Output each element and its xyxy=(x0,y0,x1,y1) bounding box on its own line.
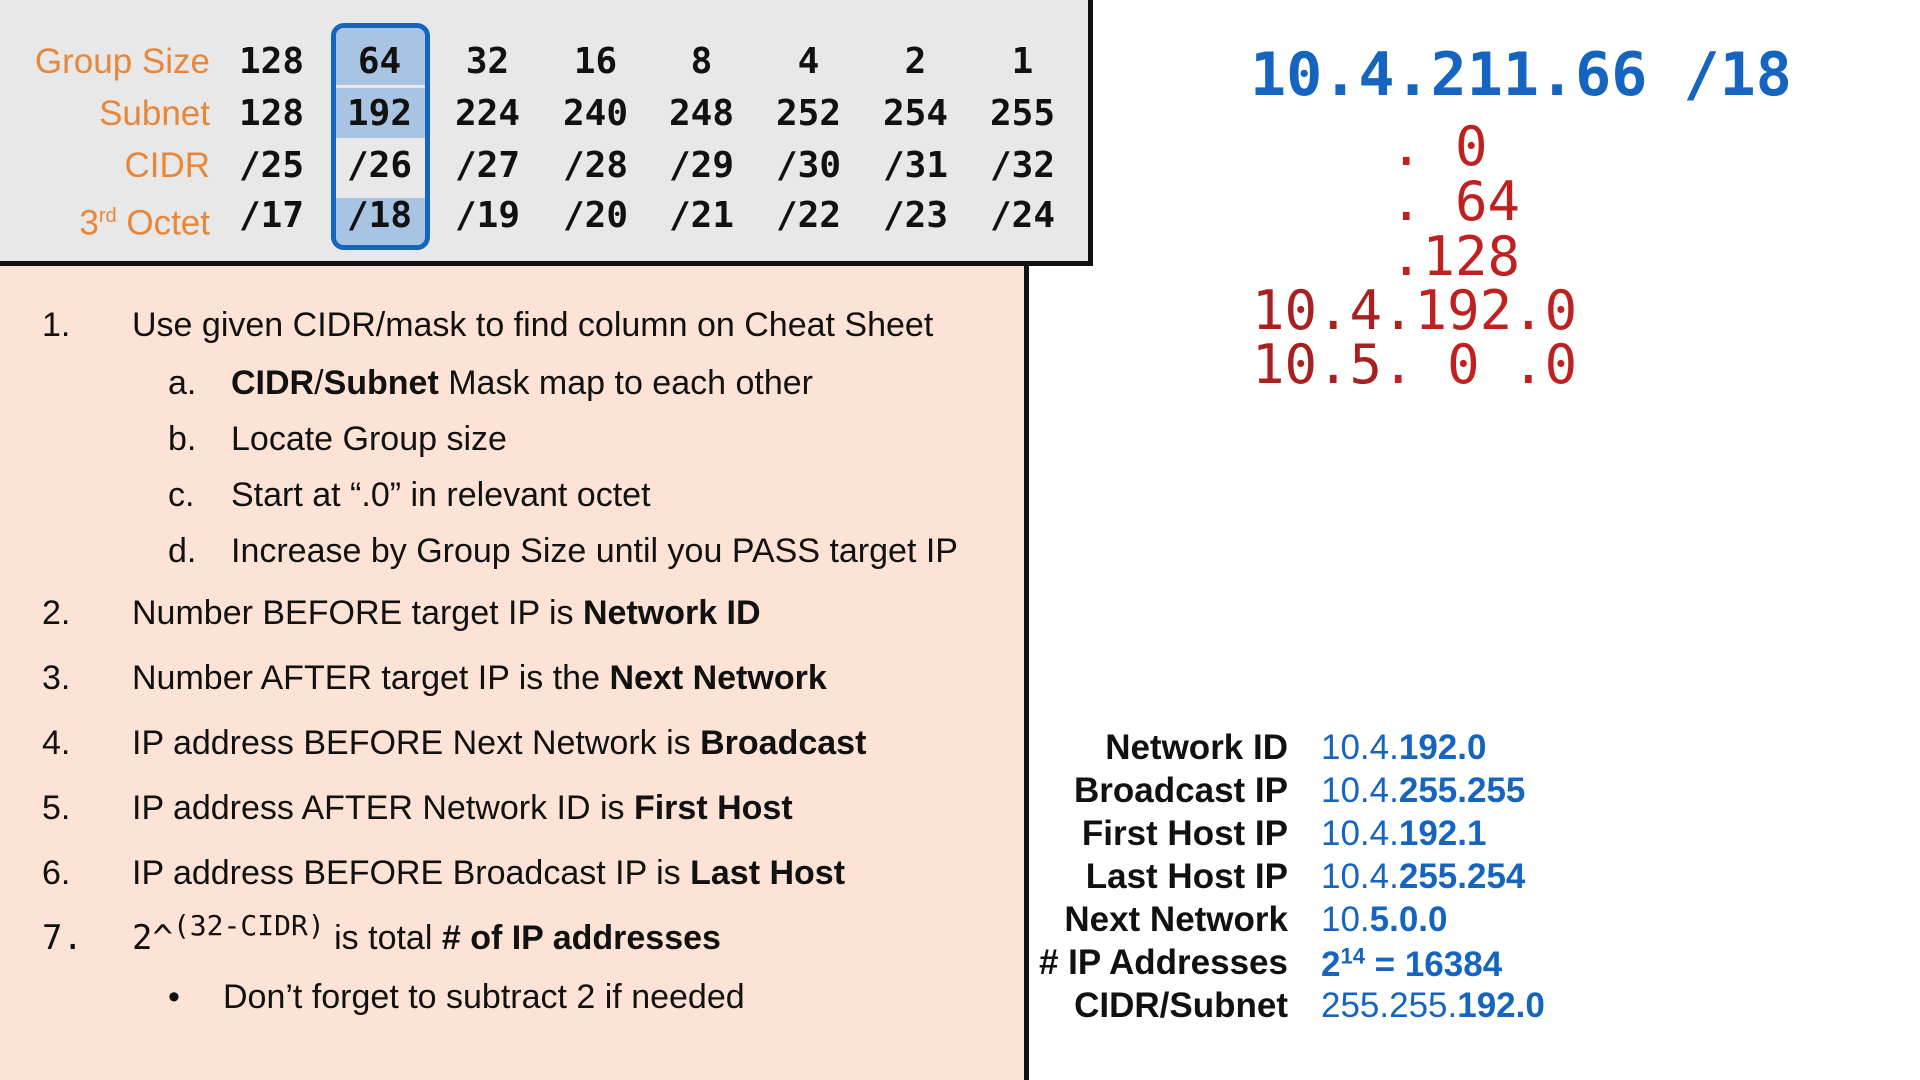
table-cell: 2 xyxy=(904,41,927,82)
table-cell: /28 xyxy=(562,145,629,186)
bullet-icon: • xyxy=(168,978,180,1016)
table-cell: /32 xyxy=(989,145,1056,186)
table-cell: 128 xyxy=(238,41,305,82)
result-value: 10.5.0.0 xyxy=(1321,900,1448,939)
step-number: 1. xyxy=(42,306,71,344)
next-network-work: 10.5. 0 .0 xyxy=(1252,333,1578,396)
result-label: # IP Addresses xyxy=(1038,943,1288,982)
result-value: 214 = 16384 xyxy=(1321,943,1503,984)
cidr-row: CIDR /25 /26 /27 /28 /29 /30 /31 /32 xyxy=(0,140,1088,192)
step-text: Number AFTER target IP is the Next Netwo… xyxy=(132,659,827,697)
table-cell: 64 xyxy=(357,41,402,82)
table-cell: /25 xyxy=(238,145,305,186)
table-cell: 224 xyxy=(454,93,521,134)
row-label: Subnet xyxy=(99,94,210,133)
result-label: First Host IP xyxy=(1081,814,1288,853)
result-value: 10.4.192.1 xyxy=(1321,814,1487,853)
highlighted-column xyxy=(331,23,430,250)
network-id-work: 10.4.192.0 xyxy=(1252,279,1578,342)
step-number: 3. xyxy=(42,659,71,697)
table-cell: /18 xyxy=(346,195,413,236)
step-number: c. xyxy=(168,476,195,514)
result-label: CIDR/Subnet xyxy=(1074,986,1288,1025)
table-cell: 192 xyxy=(346,93,413,134)
table-cell: 252 xyxy=(775,93,842,134)
row-label: Group Size xyxy=(34,42,210,81)
table-cell: /19 xyxy=(454,195,521,236)
table-cell: /27 xyxy=(454,145,521,186)
result-label: Network ID xyxy=(1105,728,1288,767)
table-cell: 128 xyxy=(238,93,305,134)
table-cell: /23 xyxy=(882,195,949,236)
step-number: b. xyxy=(168,420,197,458)
step-number: 2. xyxy=(42,594,71,632)
table-cell: /22 xyxy=(775,195,842,236)
result-value: 10.4.192.0 xyxy=(1321,728,1487,767)
result-value: 10.4.255.254 xyxy=(1321,857,1526,896)
octet-step: . 0 xyxy=(1390,115,1488,178)
table-cell: 4 xyxy=(797,41,820,82)
result-label: Next Network xyxy=(1064,900,1288,939)
target-ip: 10.4.211.66 /18 xyxy=(1250,40,1792,110)
step-number: d. xyxy=(168,532,197,570)
table-cell: 8 xyxy=(690,41,713,82)
step-text: IP address AFTER Network ID is First Hos… xyxy=(132,789,793,827)
step-text: CIDR/Subnet Mask map to each other xyxy=(231,364,813,402)
table-cell: /20 xyxy=(562,195,629,236)
group-size-row: Group Size 128 64 32 16 8 4 2 1 xyxy=(0,36,1088,88)
cheat-sheet-table: Group Size 128 64 32 16 8 4 2 1 Subnet 1… xyxy=(0,0,1093,266)
step-text: Locate Group size xyxy=(231,420,507,458)
step-number: 7. xyxy=(42,918,83,958)
step-text: Number BEFORE target IP is Network ID xyxy=(132,594,761,632)
table-cell: 240 xyxy=(562,93,629,134)
steps-panel: 1. Use given CIDR/mask to find column on… xyxy=(0,266,1029,1080)
result-value: 10.4.255.255 xyxy=(1321,771,1526,810)
step-text: Don’t forget to subtract 2 if needed xyxy=(223,978,745,1016)
table-cell: /24 xyxy=(989,195,1056,236)
table-cell: 16 xyxy=(573,41,618,82)
row-label: CIDR xyxy=(124,146,210,185)
result-label: Last Host IP xyxy=(1085,857,1288,896)
table-cell: /17 xyxy=(238,195,305,236)
table-cell: /21 xyxy=(668,195,735,236)
subnet-row: Subnet 128 192 224 240 248 252 254 255 xyxy=(0,88,1088,140)
highlight-band xyxy=(336,88,425,138)
step-text: 2^(32-CIDR) is total # of IP addresses xyxy=(132,909,721,958)
table-cell: /31 xyxy=(882,145,949,186)
octet-step: .128 xyxy=(1390,225,1521,288)
step-text: Increase by Group Size until you PASS ta… xyxy=(231,532,958,570)
step-number: 5. xyxy=(42,789,71,827)
step-number: 6. xyxy=(42,854,71,892)
result-value: 255.255.192.0 xyxy=(1321,986,1545,1025)
table-cell: 254 xyxy=(882,93,949,134)
step-text: IP address BEFORE Broadcast IP is Last H… xyxy=(132,854,846,892)
step-number: a. xyxy=(168,364,197,402)
table-cell: /29 xyxy=(668,145,735,186)
row-label: 3rd Octet xyxy=(79,203,210,243)
highlight-band xyxy=(336,28,425,85)
step-text: Start at “.0” in relevant octet xyxy=(231,476,651,514)
highlight-band xyxy=(336,198,425,245)
result-label: Broadcast IP xyxy=(1074,771,1288,810)
step-number: 4. xyxy=(42,724,71,762)
table-cell: /30 xyxy=(775,145,842,186)
third-octet-row: 3rd Octet /17 /18 /19 /20 /21 /22 /23 /2… xyxy=(0,190,1088,243)
octet-step: . 64 xyxy=(1390,170,1521,233)
table-cell: 1 xyxy=(1011,41,1034,82)
table-cell: 255 xyxy=(989,93,1056,134)
table-cell: 248 xyxy=(668,93,735,134)
table-cell: /26 xyxy=(346,145,413,186)
step-text: Use given CIDR/mask to find column on Ch… xyxy=(132,306,934,344)
step-text: IP address BEFORE Next Network is Broadc… xyxy=(132,724,867,762)
table-cell: 32 xyxy=(465,41,510,82)
